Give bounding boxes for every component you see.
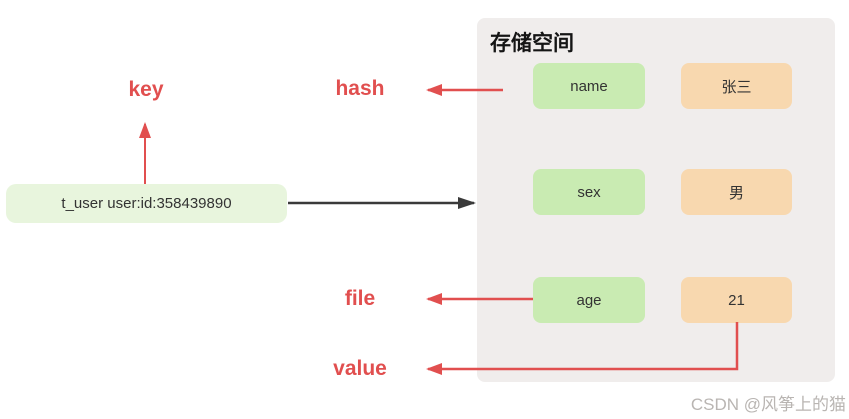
value-box: 张三	[681, 63, 792, 109]
hash-row: sex 男	[477, 169, 835, 215]
field-box: sex	[533, 169, 645, 215]
key-box: t_user user:id:358439890	[6, 184, 287, 223]
file-label: file	[344, 287, 376, 310]
value-box: 21	[681, 277, 792, 323]
value-label: value	[333, 357, 387, 380]
hash-row: name 张三	[477, 63, 835, 109]
hash-label: hash	[335, 77, 385, 100]
hash-row: age 21	[477, 277, 835, 323]
watermark: CSDN @风筝上的猫	[690, 395, 846, 414]
field-box: name	[533, 63, 645, 109]
key-label: key	[128, 78, 164, 101]
storage-title: 存储空间	[490, 32, 574, 55]
value-box: 男	[681, 169, 792, 215]
storage-container: 存储空间 name 张三 sex 男 age 21	[477, 18, 835, 382]
field-box: age	[533, 277, 645, 323]
key-box-label: t_user user:id:358439890	[61, 195, 232, 212]
